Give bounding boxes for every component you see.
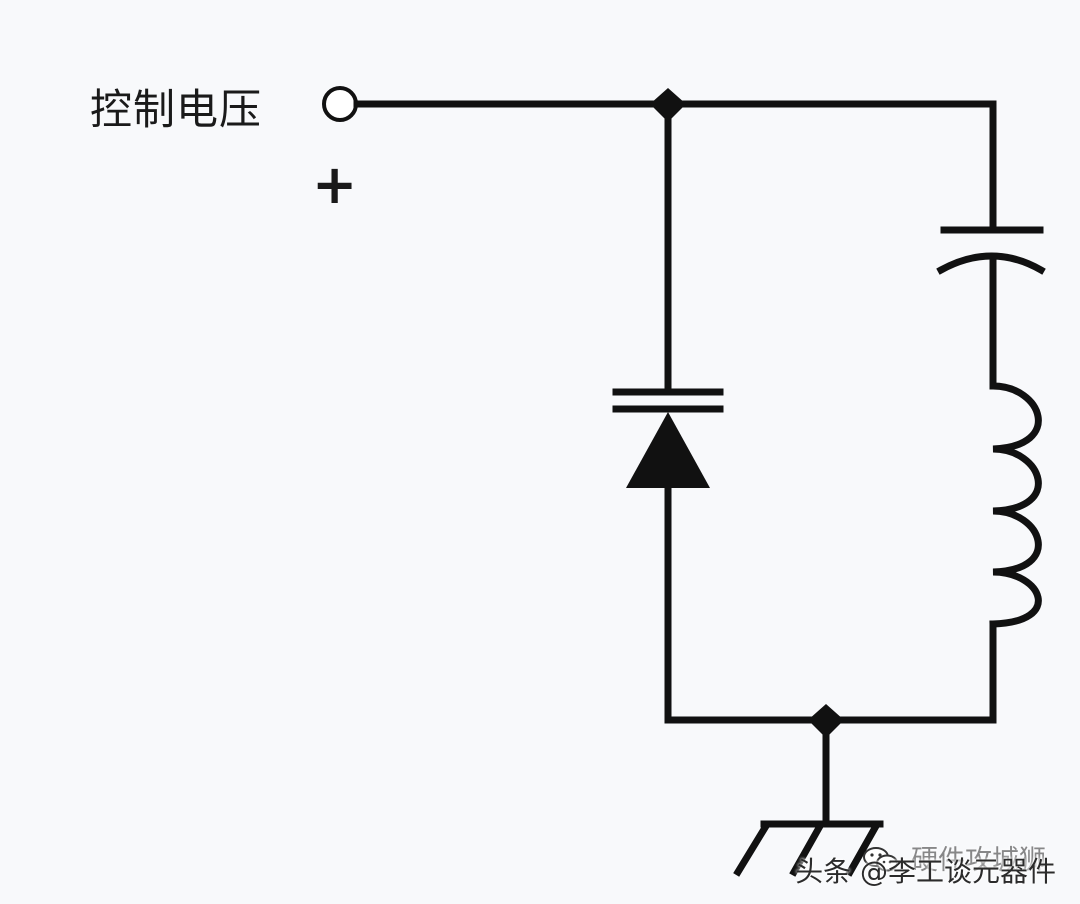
input-terminal [322,86,358,122]
inductor-coil [989,382,1042,628]
plus-sign: + [312,153,358,216]
diode-triangle [626,412,710,488]
ground-hatch-1 [733,821,771,877]
control-voltage-label: 控制电压 [90,85,263,134]
capacitor-plate-curved [936,252,1046,275]
wechat-icon [863,847,898,872]
watermark-back-text: 硬件攻城狮 [911,845,1046,876]
junction-bottom [808,704,844,738]
watermark-front-text: 头条 @李工谈元器件 [795,855,1056,888]
ground-hatch-3 [845,821,881,877]
ground-hatch-2 [789,821,825,877]
junction-top [650,88,686,122]
